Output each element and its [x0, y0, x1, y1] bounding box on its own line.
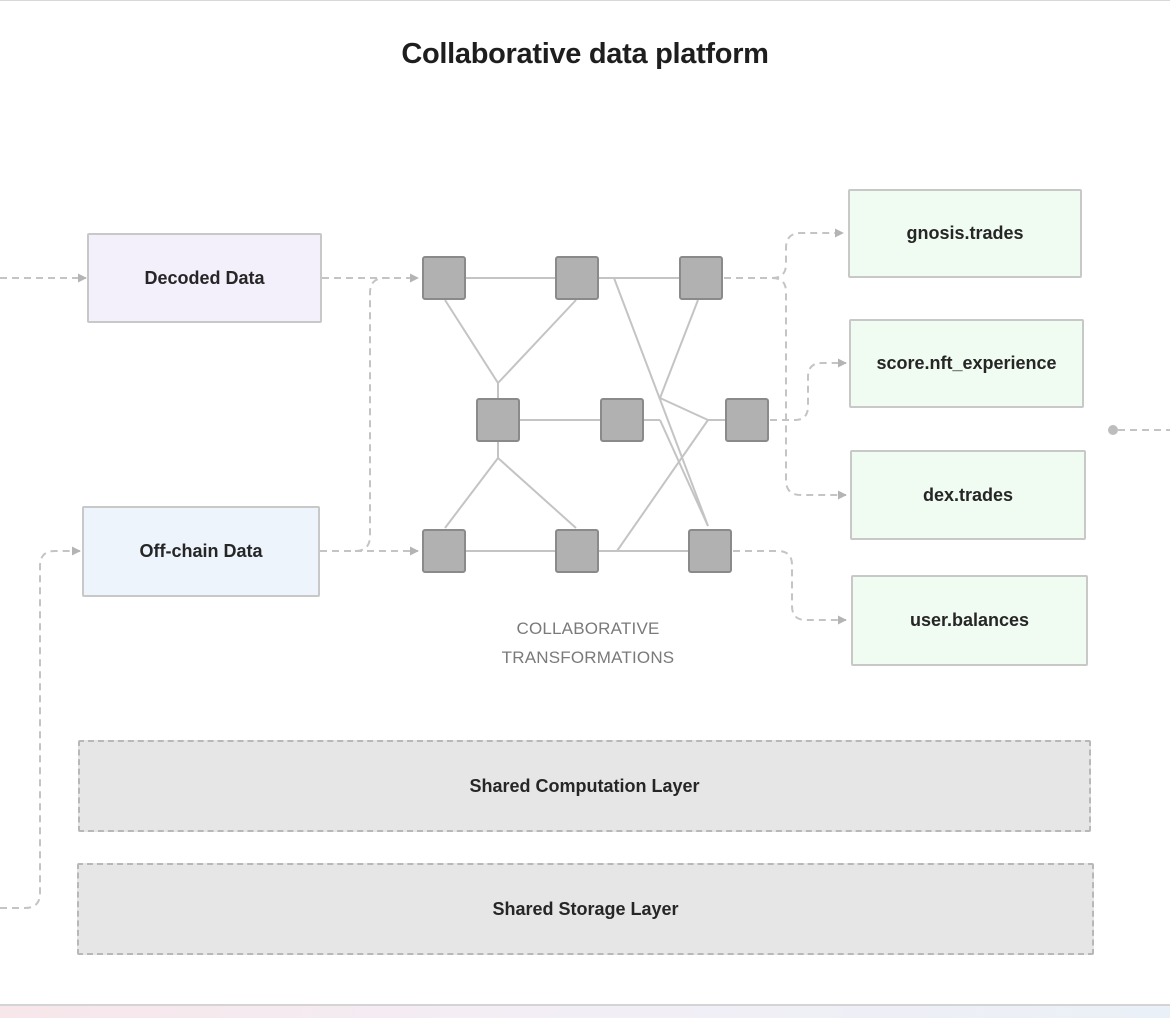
- computation-layer-label: Shared Computation Layer: [469, 775, 700, 796]
- dashed-connectors: [0, 228, 1170, 909]
- output-box-dex-trades: dex.trades: [850, 450, 1086, 540]
- shared-storage-layer: Shared Storage Layer: [77, 863, 1094, 955]
- output-box-gnosis-trades: gnosis.trades: [848, 189, 1082, 278]
- output-label: user.balances: [909, 610, 1030, 630]
- top-border: [0, 0, 1170, 1]
- output-label: gnosis.trades: [906, 223, 1024, 243]
- output-box-score-nft-experience: score.nft_experience: [849, 319, 1084, 408]
- collab-label-line-1: COLLABORATIVE: [516, 619, 660, 638]
- network-edges: [444, 277, 725, 552]
- collab-label-line-2: TRANSFORMATIONS: [501, 648, 675, 667]
- offchain-data-box: Off-chain Data: [82, 506, 320, 597]
- transform-node: [555, 529, 599, 573]
- diagram-title: Collaborative data platform: [401, 38, 769, 70]
- transform-node: [725, 398, 769, 442]
- decoded-data-box: Decoded Data: [87, 233, 322, 323]
- output-label: dex.trades: [922, 484, 1014, 505]
- storage-layer-label: Shared Storage Layer: [492, 898, 679, 919]
- bottom-strip: [0, 1004, 1170, 1018]
- transform-node: [679, 256, 723, 300]
- decoded-data-label: Decoded Data: [144, 267, 265, 288]
- collaborative-transformations-label: COLLABORATIVE TRANSFORMATIONS: [478, 614, 698, 672]
- transform-node: [476, 398, 520, 442]
- transform-node: [600, 398, 644, 442]
- transform-node: [555, 256, 599, 300]
- transform-node: [422, 529, 466, 573]
- output-box-user-balances: user.balances: [851, 575, 1088, 666]
- connection-dot: [1108, 425, 1118, 435]
- shared-computation-layer: Shared Computation Layer: [78, 740, 1091, 832]
- transform-node: [422, 256, 466, 300]
- transform-node: [688, 529, 732, 573]
- offchain-data-label: Off-chain Data: [139, 541, 263, 561]
- output-label: score.nft_experience: [876, 353, 1057, 373]
